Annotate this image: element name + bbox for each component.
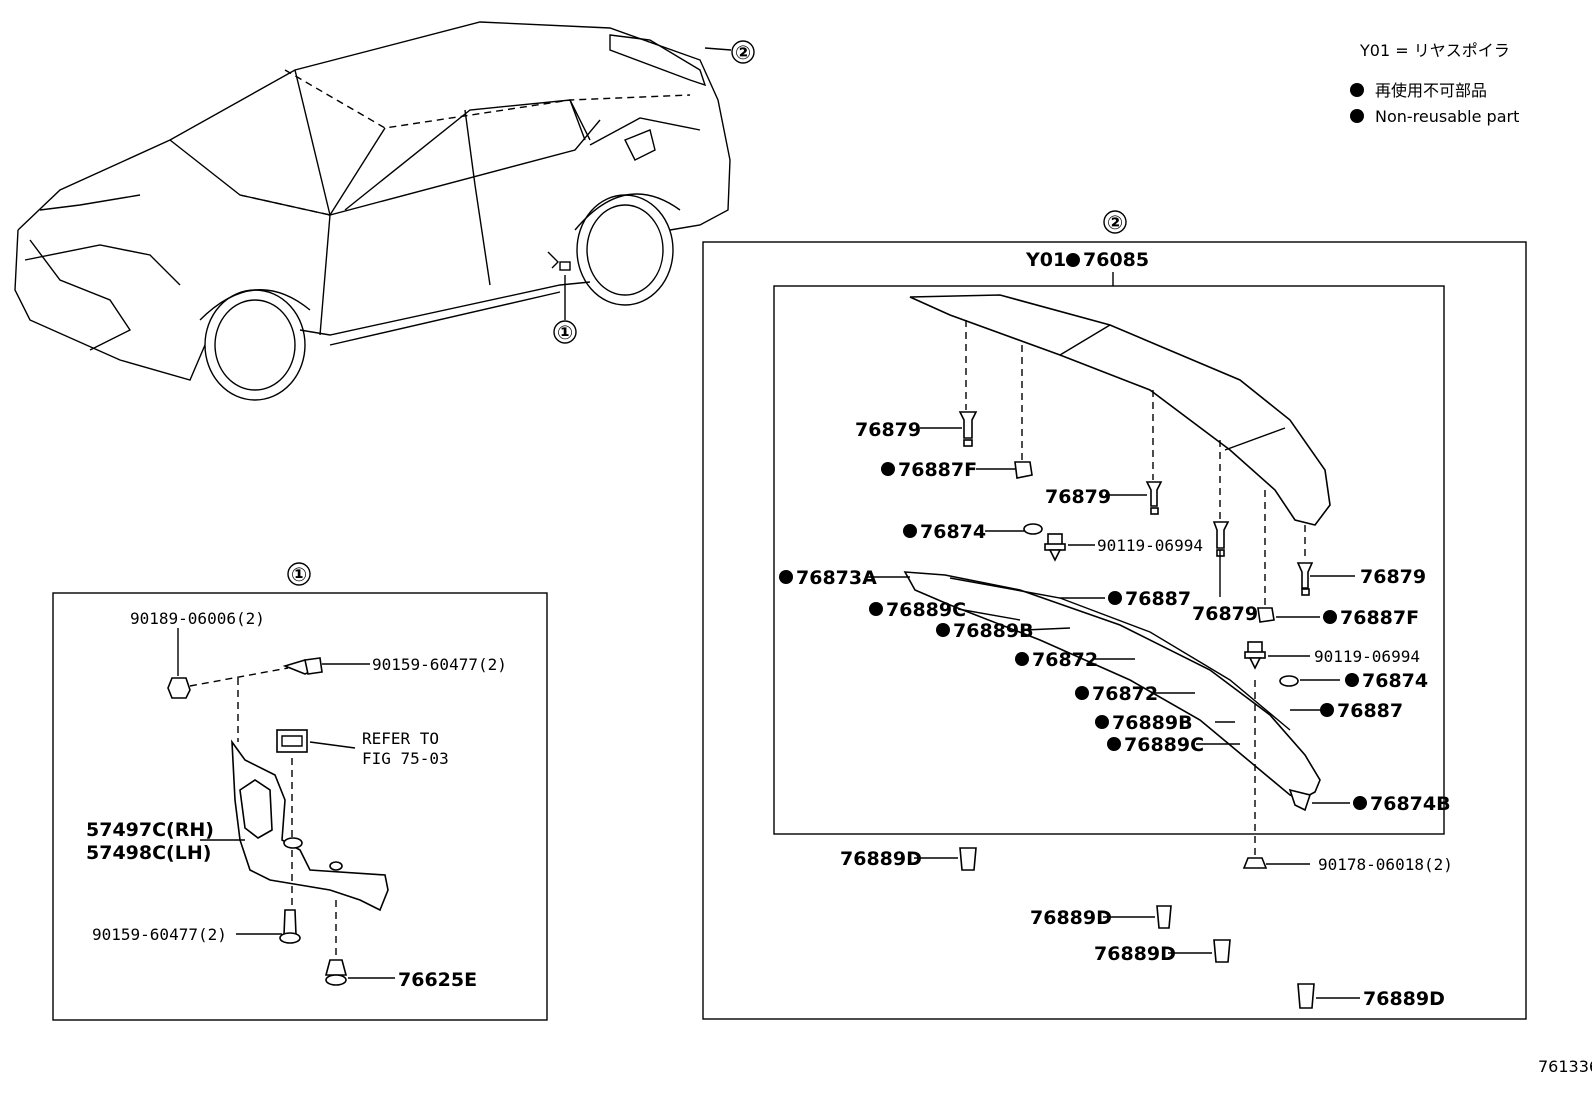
legend-nonreusable-jp: 再使用不可部品 [1375,81,1487,100]
mudguard-drawing [167,657,389,986]
part-label: 57498C(LH) [86,842,211,864]
part-label: 76874 [920,521,986,543]
part-label: 76625E [398,969,477,991]
part-label: 76889D [1030,907,1112,929]
part-label: 76879 [1045,486,1111,508]
part-label: 76889C [886,599,966,621]
mudguard-leaders [177,628,395,979]
part-label: 76879 [855,419,921,441]
part-label: 76872 [1032,649,1098,671]
part-label: 76873A [796,567,877,589]
spoiler-fasteners [958,411,1315,1009]
assembly-76085: 76085 [1083,249,1149,271]
part-label: 76872 [1092,683,1158,705]
reference-note: FIG 75-03 [362,749,449,768]
part-label: 76887F [1340,607,1419,629]
spoiler-leaders [868,427,1360,999]
mudguard-part-labels: 90189-06006(2) 90159-60477(2) REFER TO F… [86,609,507,991]
svg-text:①: ① [291,564,307,586]
part-label: 76889D [840,848,922,870]
part-label: 76879 [1192,603,1258,625]
part-label: 57497C(RH) [86,819,214,841]
part-label: 90159-60477(2) [92,925,227,944]
part-label: 76889D [1094,943,1176,965]
svg-text:②: ② [735,42,751,64]
legend-nonreusable-en: Non-reusable part [1375,107,1519,126]
part-label: 76874 [1362,670,1428,692]
part-label: 90178-06018(2) [1318,855,1453,874]
part-label: 76887 [1337,700,1403,722]
callout-two-car: ② [704,40,755,64]
section-one-frame: ① [52,562,548,1021]
section-two-header: Y01 [1025,249,1066,271]
callout-one-car: ① [553,275,577,344]
part-label: 76889B [953,620,1034,642]
legend: Y01 = リヤスポイラ 再使用不可部品 Non-reusable part [1350,41,1519,126]
figure-id: 761336 [1538,1057,1592,1076]
part-label: 76887F [898,459,977,481]
part-label: 76889B [1112,712,1193,734]
part-label: 76889C [1124,734,1204,756]
legend-code-note: Y01 = リヤスポイラ [1359,41,1510,60]
part-label: 76879 [1360,566,1426,588]
part-label: 90119-06994 [1097,536,1203,555]
spoiler-drawing [903,294,1331,855]
part-label: 90159-60477(2) [372,655,507,674]
part-label: 90189-06006(2) [130,609,265,628]
reference-note: REFER TO [362,729,439,748]
part-label: 76887 [1125,588,1191,610]
part-label: 90119-06994 [1314,647,1420,666]
part-label: 76889D [1363,988,1445,1010]
vehicle-illustration [14,21,731,401]
part-label: 76874B [1370,793,1451,815]
section-two-frame: ② Y01 76085 [702,210,1527,1020]
spoiler-part-labels: 76879 76887F 76879 76874 90119-06994 768… [779,419,1453,1010]
svg-text:①: ① [557,322,573,344]
svg-text:②: ② [1107,212,1123,234]
